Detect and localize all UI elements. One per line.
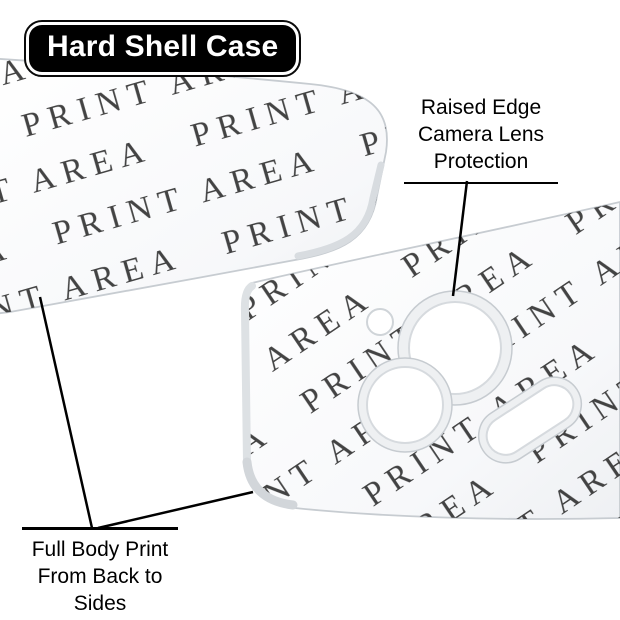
badge-label: Hard Shell Case — [29, 25, 297, 72]
main-case-side-rim — [240, 282, 256, 466]
annotation-full-body: Full Body Print From Back to Sides — [22, 527, 178, 617]
flash-cutout — [366, 308, 394, 336]
camera-lens2-cutout — [366, 366, 444, 444]
badge: Hard Shell Case — [24, 20, 302, 77]
side-button-cutout — [485, 384, 575, 456]
fullbody-annotation-pointer-line-left — [38, 296, 94, 529]
top-phone-case — [0, 58, 388, 315]
fullbody-annotation-pointer-line-right — [97, 490, 254, 530]
main-phone-case — [240, 201, 620, 520]
top-case-print-area — [0, 58, 387, 314]
annotation-full-body-line3: Sides — [73, 592, 127, 615]
annotation-full-body-line2: From Back to — [37, 565, 163, 588]
annotation-camera-line2: Camera Lens — [417, 123, 545, 146]
top-case-raised-rim — [294, 161, 385, 260]
annotation-camera-line1: Raised Edge — [420, 96, 542, 119]
annotation-camera-line3: Protection — [433, 150, 529, 173]
main-case-corner-rim — [242, 457, 298, 510]
annotation-full-body-line1: Full Body Print — [31, 538, 169, 561]
camera-annotation-pointer-line — [451, 180, 469, 297]
camera-cutout-cluster — [357, 290, 583, 464]
annotation-camera: Raised Edge Camera Lens Protection — [404, 94, 558, 184]
